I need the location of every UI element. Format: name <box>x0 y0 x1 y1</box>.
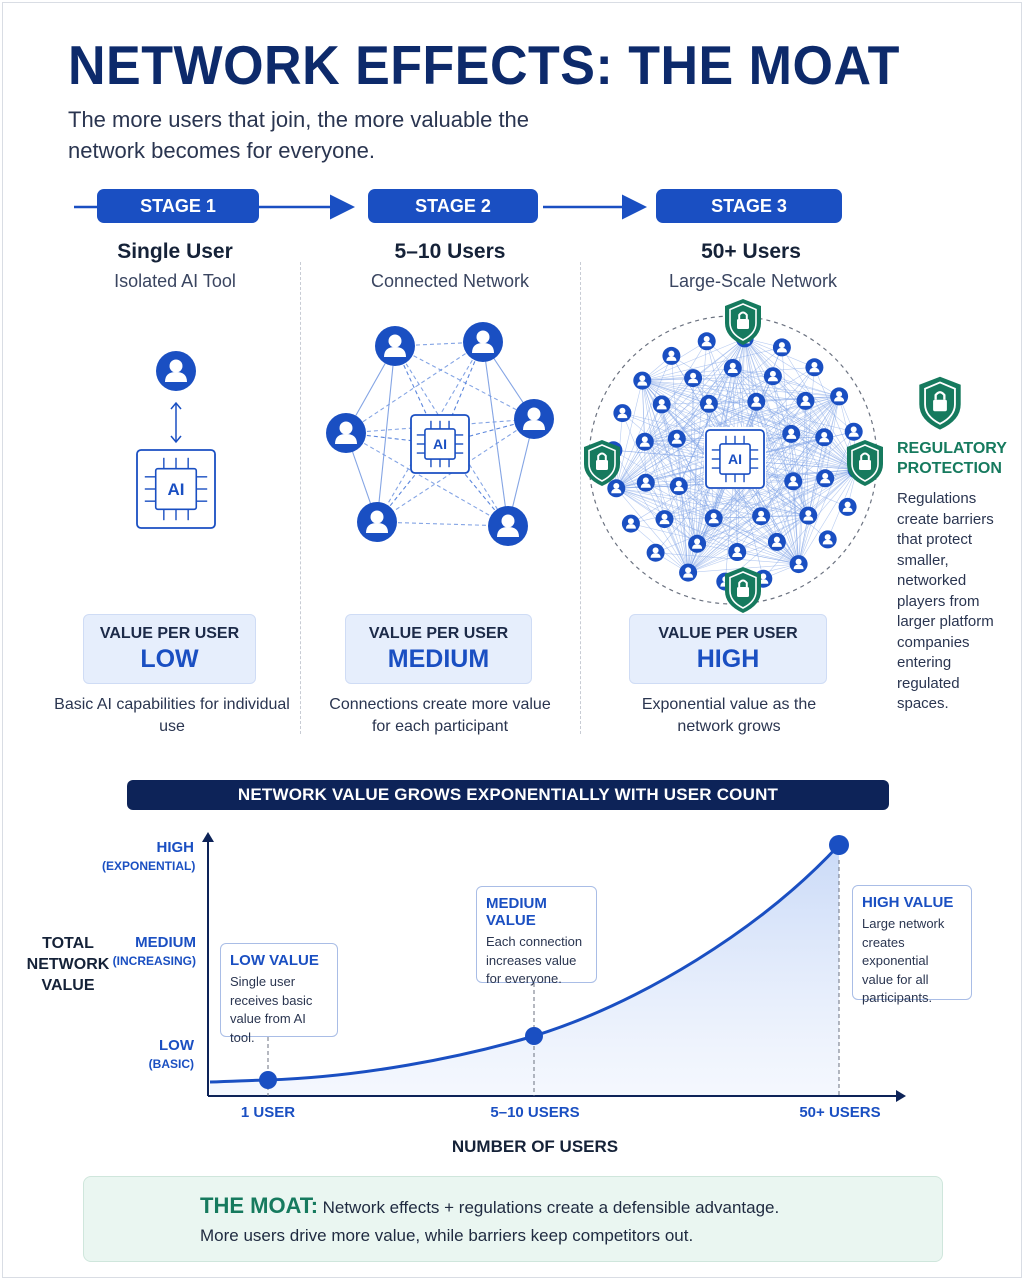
ai-chip-icon: AI <box>410 414 470 474</box>
stage-1-subheading: Isolated AI Tool <box>114 271 236 291</box>
stage-2-pill: STAGE 2 <box>368 189 538 223</box>
stage-2-subheading: Connected Network <box>370 271 530 291</box>
moat-text: Network effects + regulations create a d… <box>322 1198 780 1217</box>
regulatory-text: Regulations create barriers that protect… <box>897 490 994 712</box>
svg-text:AI: AI <box>728 451 742 467</box>
annotation-low: LOW VALUE Single user receives basic val… <box>220 943 338 1045</box>
stage-divider <box>300 262 301 734</box>
x-tick: 1 USER <box>240 1104 296 1121</box>
annotation-text: Single user receives basic value from AI… <box>230 974 313 1045</box>
y-tick-sub: (EXPONENTIAL) <box>102 859 196 873</box>
y-axis-label: TOTAL NETWORK VALUE <box>26 935 110 994</box>
y-tick-sub: (INCREASING) <box>112 954 196 968</box>
x-tick: 5–10 USERS <box>490 1104 580 1121</box>
data-point <box>259 1071 277 1089</box>
y-tick-sub: (BASIC) <box>148 1057 194 1071</box>
stage-1-description: Basic AI capabilities for individual use <box>54 696 290 735</box>
y-tick-high: HIGH (EXPONENTIAL) <box>102 839 196 873</box>
value-level: HIGH <box>696 645 760 673</box>
stage-2-heading: 5–10 Users <box>394 240 506 263</box>
stage-divider <box>580 262 581 734</box>
y-tick-label: LOW <box>159 1037 194 1054</box>
stage-3-heading: 50+ Users <box>701 240 801 263</box>
y-tick-low: LOW (BASIC) <box>102 1037 194 1071</box>
annotation-medium: MEDIUM VALUE Each connection increases v… <box>476 886 597 986</box>
y-tick-label: MEDIUM <box>135 934 196 951</box>
stage-1-pill: STAGE 1 <box>97 189 259 223</box>
ai-chip-icon: AI <box>705 429 765 489</box>
y-tick-label: HIGH <box>156 839 195 856</box>
stage-3-subheading: Large-Scale Network <box>668 271 838 291</box>
annotation-title: MEDIUM VALUE <box>486 895 547 929</box>
stage-3-description: Exponential value as the network grows <box>641 696 817 735</box>
annotation-text: Large network creates exponential value … <box>862 916 945 1005</box>
annotation-high: HIGH VALUE Large network creates exponen… <box>852 885 972 1005</box>
x-tick: 50+ USERS <box>799 1104 881 1121</box>
x-axis-label: NUMBER OF USERS <box>451 1137 619 1156</box>
page-subtitle: The more users that join, the more valua… <box>68 107 530 163</box>
stage-2-value-box: VALUE PER USER MEDIUM <box>345 614 532 684</box>
chart-title: NETWORK VALUE GROWS EXPONENTIALLY WITH U… <box>127 780 889 810</box>
stage-3-value-box: VALUE PER USER HIGH <box>629 614 827 684</box>
stage-1-heading: Single User <box>117 240 233 263</box>
value-area <box>210 845 839 1096</box>
value-level: LOW <box>140 645 199 673</box>
regulatory-title: REGULATORY PROTECTION <box>897 440 1007 477</box>
stage-2-description: Connections create more value for each p… <box>329 696 551 735</box>
annotation-title: LOW VALUE <box>230 952 319 969</box>
annotation-text: Each connection increases value for ever… <box>486 934 583 986</box>
moat-line-1: THE MOAT: Network effects + regulations … <box>200 1193 779 1219</box>
y-tick-medium: MEDIUM (INCREASING) <box>104 934 196 968</box>
value-level: MEDIUM <box>387 645 490 673</box>
data-point <box>525 1027 543 1045</box>
annotation-title: HIGH VALUE <box>862 894 954 911</box>
value-label: VALUE PER USER <box>658 625 798 642</box>
value-label: VALUE PER USER <box>368 625 509 642</box>
moat-line-2: More users drive more value, while barri… <box>200 1226 694 1245</box>
svg-text:AI: AI <box>433 436 447 452</box>
page-title: NETWORK EFFECTS: THE MOAT <box>68 35 900 97</box>
ai-chip-icon: AI <box>136 449 216 529</box>
moat-summary: THE MOAT: Network effects + regulations … <box>83 1176 943 1262</box>
svg-text:AI: AI <box>168 480 185 499</box>
stage-1-value-box: VALUE PER USER LOW <box>83 614 256 684</box>
data-point <box>829 835 849 855</box>
value-label: VALUE PER USER <box>99 625 240 642</box>
moat-title: THE MOAT: <box>200 1193 319 1218</box>
stage-3-pill: STAGE 3 <box>656 189 842 223</box>
